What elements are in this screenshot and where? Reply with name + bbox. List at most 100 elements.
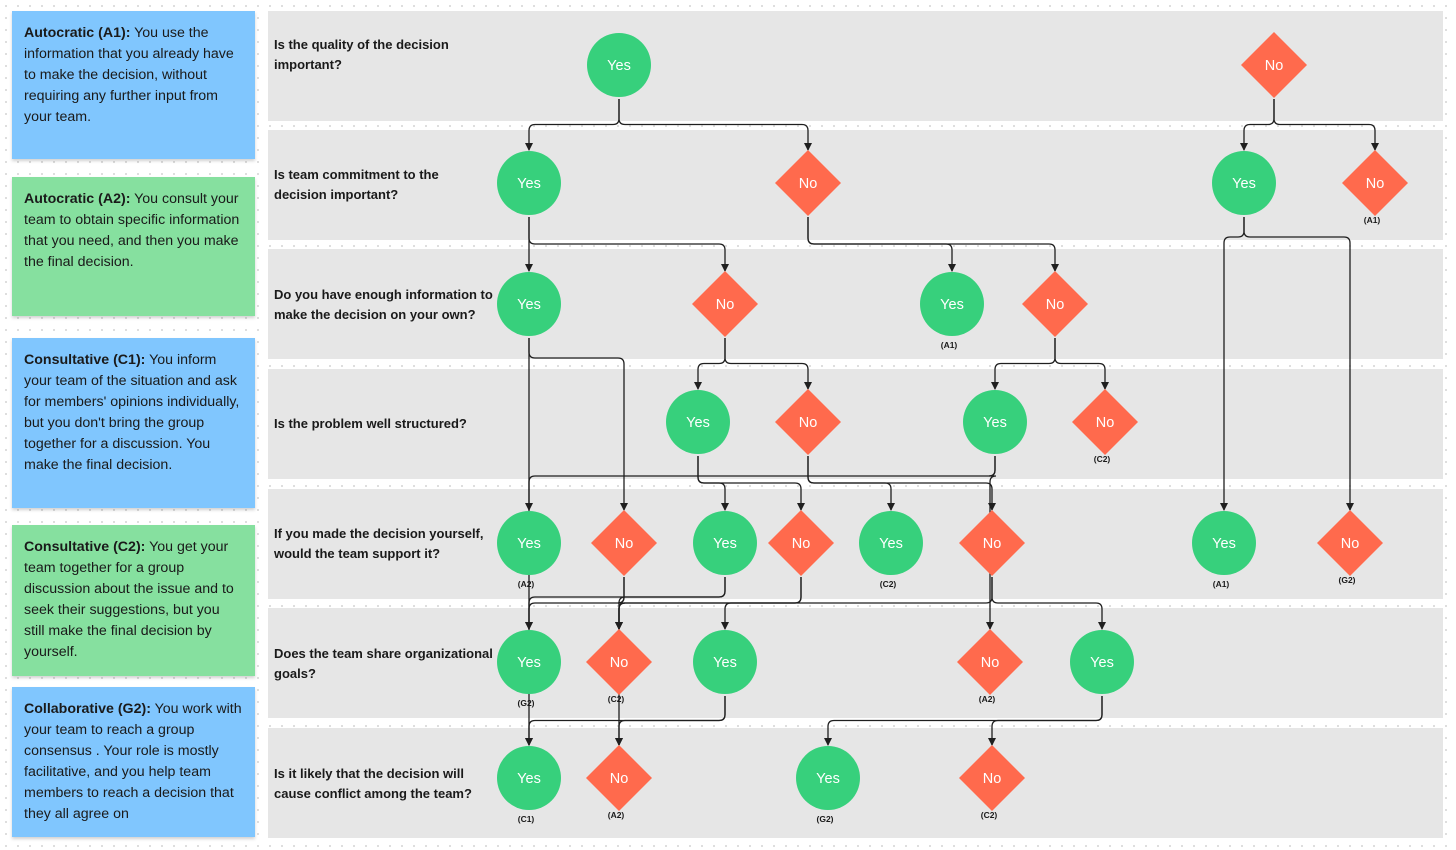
legend-title-c2: Consultative (C2): <box>24 539 146 555</box>
no-label: No <box>1366 176 1385 192</box>
node-q5-yes-b: Yes <box>693 511 757 575</box>
node-q5-no-a: No <box>591 510 657 576</box>
yes-label: Yes <box>607 58 631 74</box>
node-q3-yes-a: Yes <box>497 272 561 336</box>
flow-connectors <box>525 99 1379 746</box>
no-diamond <box>692 271 758 337</box>
no-diamond <box>1072 389 1138 455</box>
no-label: No <box>610 655 629 671</box>
yes-label: Yes <box>517 297 541 313</box>
no-diamond <box>586 629 652 695</box>
no-label: No <box>1096 415 1115 431</box>
connector-q4-yes-a-to-q5-no-b <box>697 456 805 511</box>
connector-q1-no-to-q2-no-b <box>1273 99 1379 151</box>
outcome-tag: (A2) <box>518 579 535 589</box>
outcome-tag: (G2) <box>1339 575 1356 585</box>
node-q2-no-a: No <box>775 150 841 216</box>
node-q5-yes-d: Yes(A1) <box>1192 511 1256 589</box>
node-q6-no-a: No(C2) <box>586 629 652 704</box>
connector-q4-yes-b-to-q6-no-b <box>986 456 997 630</box>
yes-circle <box>796 746 860 810</box>
no-label: No <box>1265 58 1284 74</box>
yes-label: Yes <box>1212 536 1236 552</box>
node-q1-no: No <box>1241 32 1307 98</box>
legend-text-a1: You use the information that you already… <box>24 25 234 125</box>
legend-text-c2: You get your team together for a group d… <box>24 539 234 660</box>
no-diamond <box>775 389 841 455</box>
node-q6-yes-c: Yes <box>1070 630 1134 694</box>
yes-label: Yes <box>713 655 737 671</box>
node-q1-yes: Yes <box>587 33 651 97</box>
yes-circle <box>587 33 651 97</box>
yes-label: Yes <box>517 655 541 671</box>
connector-q3-no-b-to-q4-yes-b <box>991 338 1056 390</box>
connector-q2-yes-b-to-q5-yes-d <box>1220 217 1245 511</box>
question-shared-goals: Does the team share organizational goals… <box>274 646 493 681</box>
question-band-4 <box>268 369 1443 479</box>
connector-q3-yes-a-to-q5-no-a <box>528 338 628 511</box>
node-q6-no-b: No(A2) <box>957 629 1023 704</box>
legend-text-g2: You work with your team to reach a group… <box>24 701 242 822</box>
node-q3-yes-b: Yes (A1) <box>920 272 984 350</box>
yes-circle <box>920 272 984 336</box>
connector-q1-yes-to-q2-no-a <box>618 99 812 151</box>
question-structure: Is the problem well structured? <box>274 416 467 431</box>
question-conflict: Is it likely that the decision will caus… <box>274 766 472 801</box>
outcome-tag: (A2) <box>608 810 625 820</box>
legend-card-c2: Consultative (C2): You get your team tog… <box>12 525 255 676</box>
node-q5-no-b: No <box>768 510 834 576</box>
yes-label: Yes <box>713 536 737 552</box>
no-label: No <box>983 536 1002 552</box>
connector-q3-no-a-to-q4-yes-a <box>694 338 726 390</box>
node-q2-yes-b: Yes <box>1212 151 1276 215</box>
no-label: No <box>610 771 629 787</box>
no-diamond <box>1317 510 1383 576</box>
yes-circle <box>1212 151 1276 215</box>
no-diamond <box>959 745 1025 811</box>
node-q7-yes-b: Yes (G2) <box>796 746 860 824</box>
node-q6-yes-b: Yes <box>693 630 757 694</box>
yes-label: Yes <box>816 771 840 787</box>
connector-q3-no-a-to-q4-no-a <box>724 338 812 390</box>
legend-card-g2: Collaborative (G2): You work with your t… <box>12 687 255 837</box>
no-label: No <box>792 536 811 552</box>
yes-circle <box>666 390 730 454</box>
yes-circle <box>497 746 561 810</box>
yes-circle <box>859 511 923 575</box>
yes-circle <box>497 272 561 336</box>
yes-circle <box>693 511 757 575</box>
connector-q5-yes-b-to-q7-no-a <box>615 577 726 746</box>
outcome-tag: (G2) <box>817 814 834 824</box>
yes-circle <box>1070 630 1134 694</box>
no-diamond <box>775 150 841 216</box>
yes-label: Yes <box>686 415 710 431</box>
legend-card-c1: Consultative (C1): You inform your team … <box>12 338 255 508</box>
no-label: No <box>983 771 1002 787</box>
yes-circle <box>1192 511 1256 575</box>
connector-q1-no-to-q2-yes-b <box>1240 99 1275 151</box>
connector-q6-yes-b-to-q7-no-a <box>615 696 726 746</box>
no-label: No <box>799 415 818 431</box>
no-diamond <box>959 510 1025 576</box>
outcome-tag: (A1) <box>1364 215 1381 225</box>
node-q4-yes-b: Yes <box>963 390 1027 454</box>
node-q5-no-c: No <box>959 510 1025 576</box>
no-label: No <box>799 176 818 192</box>
question-quality: Is the quality of the decision important… <box>274 37 449 72</box>
connector-q6-yes-c-to-q7-no-b <box>988 696 1103 746</box>
no-diamond <box>1241 32 1307 98</box>
node-q7-yes-a: Yes(C1) <box>497 746 561 824</box>
yes-label: Yes <box>940 297 964 313</box>
no-diamond <box>586 745 652 811</box>
outcome-tag: (A1) <box>941 340 958 350</box>
node-q3-no-a: No <box>692 271 758 337</box>
no-label: No <box>1046 297 1065 313</box>
yes-circle <box>497 511 561 575</box>
no-label: No <box>1341 536 1360 552</box>
node-q4-yes-a: Yes <box>666 390 730 454</box>
question-information: Do you have enough information to make t… <box>274 287 493 322</box>
yes-label: Yes <box>1090 655 1114 671</box>
outcome-tag: (C1) <box>518 814 535 824</box>
